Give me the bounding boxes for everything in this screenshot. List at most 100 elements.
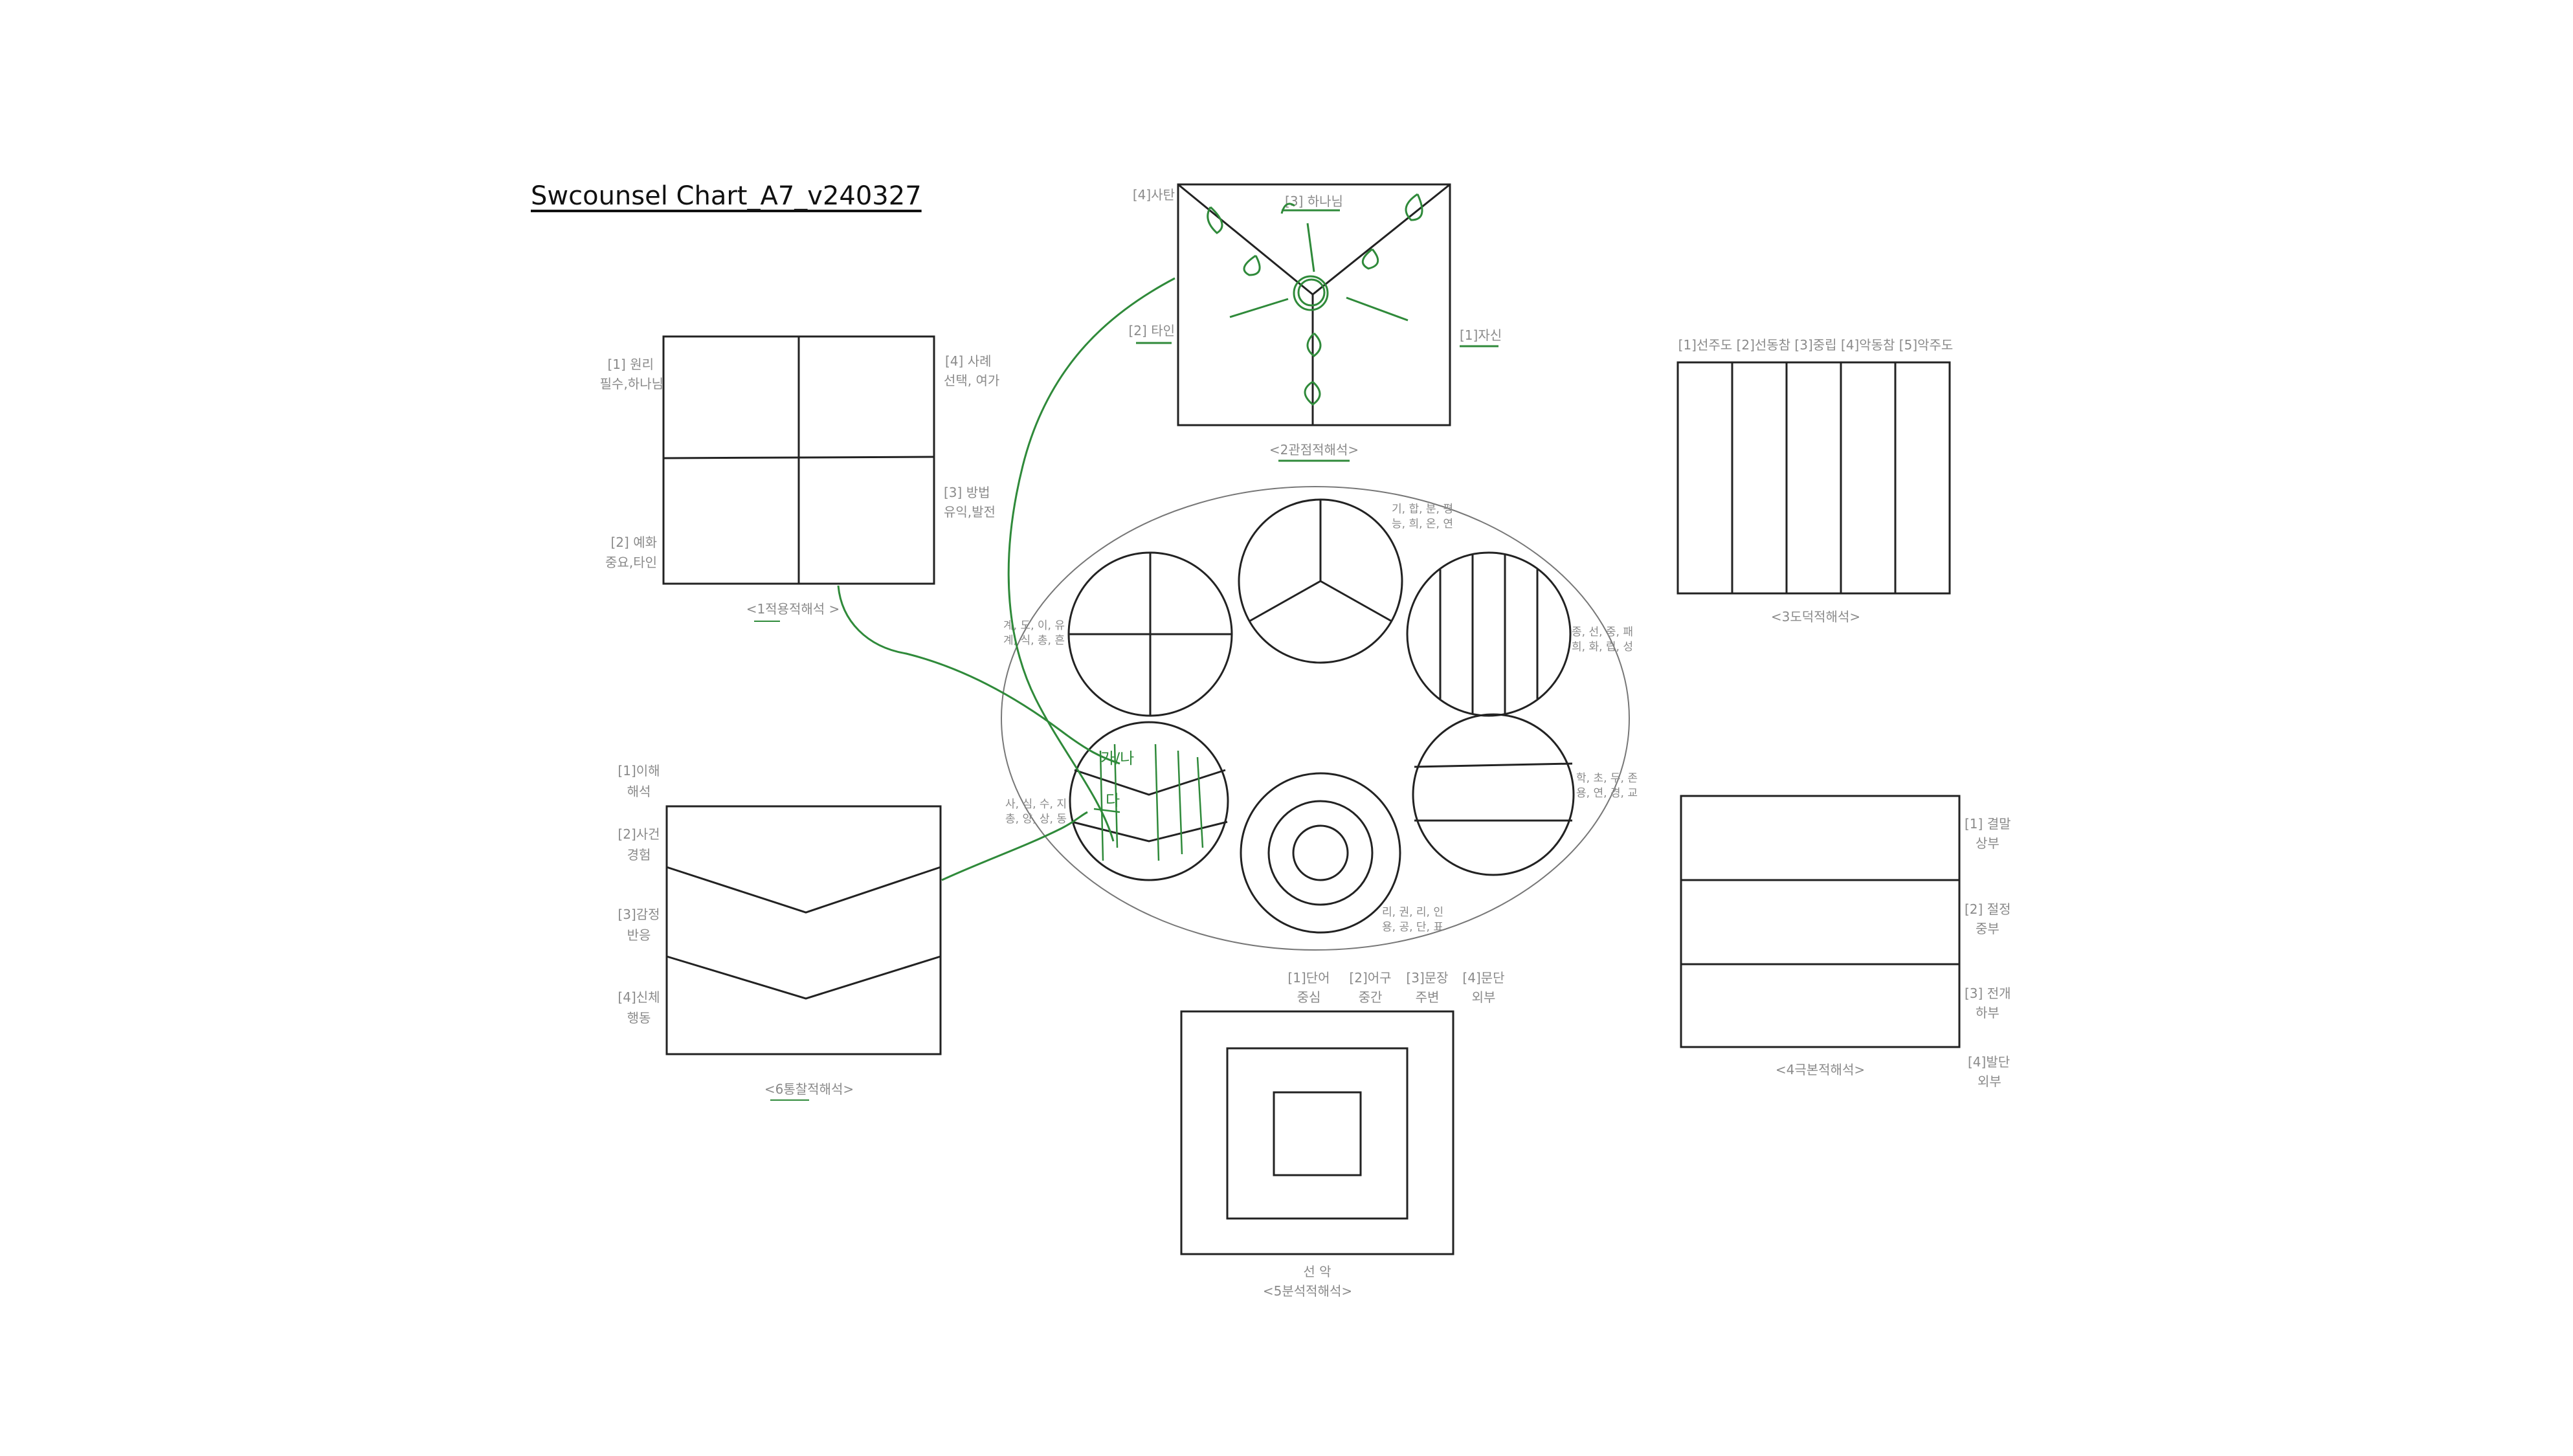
connector-q6-to-center — [941, 811, 1088, 881]
q1-br-line1: [3] 방법 — [944, 485, 990, 500]
center-label-ll-2: 총, 양, 상, 동 — [1005, 813, 1067, 826]
circle-concentric-outer — [1240, 772, 1401, 934]
dramatic-interpretation-diagram: [1] 결말 상부 [2] 절정 중부 [3] 전개 하부 [4]발단 외부 <… — [1680, 795, 2011, 1089]
annot-stroke-3 — [1154, 744, 1160, 861]
q2-y-left — [1177, 183, 1313, 296]
q5-c1-line2: 중심 — [1297, 989, 1321, 1005]
q5-c3-line1: [3]문장 — [1406, 970, 1448, 986]
center-label-tr-2: 능, 희, 온, 연 — [1392, 518, 1453, 531]
q4-r2-line2: 중부 — [1976, 921, 1999, 936]
circle-bands — [1412, 713, 1575, 876]
q4-r3-line1: [3] 전개 — [1965, 986, 2011, 1001]
q2-top-left-label: [4]사탄 — [1133, 187, 1175, 203]
center-label-r-2: 희, 화, 립, 성 — [1572, 641, 1633, 654]
q5-middle-square — [1226, 1047, 1409, 1220]
q6-chevron-2 — [666, 955, 941, 1000]
green-connectors — [837, 277, 1175, 881]
center-label-lr-1: 학, 초, 두, 존 — [1576, 772, 1638, 785]
q2-loop-tl — [1207, 206, 1223, 234]
q6-box — [665, 805, 942, 1055]
q6-l2-line2: 경험 — [627, 847, 651, 863]
q1-br-line2: 유익,발전 — [944, 504, 996, 520]
circle-chevrons — [1069, 721, 1229, 881]
q1-caption: <1적용적해석 > — [746, 601, 840, 617]
q4-r4-line1: [4]발단 — [1968, 1054, 2010, 1070]
center-label-b-1: 리, 권, 리, 인 — [1382, 906, 1443, 919]
chart-title: Swcounsel Chart_A7_v240327 — [531, 181, 922, 211]
q2-loop-r — [1361, 248, 1379, 270]
q2-loop-l — [1243, 254, 1261, 276]
circle-y-left — [1249, 580, 1321, 623]
q1-tl-line1: [1] 원리 — [608, 357, 654, 372]
annot-stroke-1 — [1099, 750, 1104, 861]
circle-chevron-1 — [1074, 769, 1226, 796]
q2-y-right — [1312, 183, 1451, 296]
q5-c4-line2: 외부 — [1472, 989, 1496, 1005]
center-label-r-1: 종, 선, 중, 패 — [1572, 626, 1633, 639]
annot-stroke-4 — [1177, 750, 1183, 855]
connector-q2-to-center — [1007, 277, 1175, 842]
q2-right-label: [1]자신 — [1460, 327, 1502, 343]
circle-stripes — [1406, 551, 1572, 717]
q1-hline — [663, 456, 935, 459]
q4-r2-line1: [2] 절정 — [1965, 901, 2011, 917]
q3-header: [1]선주도 [2]선동참 [3]중립 [4]악동참 [5]악주도 — [1678, 337, 1954, 353]
q5-c1-line1: [1]단어 — [1287, 970, 1330, 986]
q2-center-circle-inner — [1297, 278, 1326, 307]
q1-bl-line2: 중요,타인 — [605, 555, 657, 570]
q2-caption: <2관점적해석> — [1269, 442, 1359, 458]
q4-caption: <4극본적해석> — [1776, 1062, 1865, 1077]
connector-q1-to-center — [837, 585, 1120, 765]
q6-l4-line1: [4]신체 — [618, 989, 660, 1005]
q5-c3-line2: 주변 — [1416, 989, 1440, 1005]
q5-caption: <5분석적해석> — [1263, 1283, 1352, 1299]
center-label-ll-1: 사, 심, 수, 지 — [1005, 798, 1067, 811]
moral-interpretation-diagram: [1]선주도 [2]선동참 [3]중립 [4]악동참 [5]악주도 <3도덕적해… — [1676, 337, 1954, 624]
center-overview-diagram: 기, 합, 분, 평 능, 희, 온, 연 계, 도, 이, 유 계, 식, 총… — [1001, 486, 1638, 951]
applied-interpretation-diagram: [1] 원리 필수,하나님 [4] 사례 선택, 여가 [2] 예화 중요,타인… — [600, 335, 999, 622]
q4-r4-line2: 외부 — [1977, 1074, 2001, 1089]
q2-loop-tr — [1405, 193, 1423, 221]
q2-top-underline — [1280, 203, 1295, 214]
annot-stroke-6 — [1093, 808, 1120, 813]
q5-c2-line1: [2]어구 — [1349, 970, 1391, 986]
q5-outer-square — [1180, 1010, 1454, 1255]
q1-tl-line2: 필수,하나님 — [600, 376, 663, 392]
q3-caption: <3도덕적해석> — [1771, 609, 1860, 624]
q4-r1-line2: 상부 — [1976, 835, 1999, 851]
q6-l1-line2: 해석 — [627, 784, 651, 799]
q2-loop-bot — [1304, 381, 1321, 406]
q1-tr-line2: 선택, 여가 — [944, 373, 999, 388]
q2-box — [1177, 183, 1451, 426]
q6-l4-line2: 행동 — [627, 1010, 651, 1026]
q5-inner-square — [1273, 1091, 1362, 1176]
q6-l1-line1: [1]이해 — [618, 763, 660, 778]
q6-l3-line1: [3]감정 — [618, 907, 660, 922]
annot-stroke-5 — [1196, 756, 1204, 848]
q2-left-label: [2] 타인 — [1129, 323, 1175, 338]
center-label-l-1: 계, 도, 이, 유 — [1003, 619, 1065, 632]
center-label-tr-1: 기, 합, 분, 평 — [1392, 503, 1453, 516]
q5-c2-line2: 중간 — [1359, 989, 1383, 1005]
center-label-l-2: 계, 식, 총, 흔 — [1003, 634, 1065, 647]
perspective-interpretation-diagram: [4]사탄 [3] 하나님 [2] 타인 [1]자신 <2관점적해석> — [1129, 183, 1502, 462]
center-label-lr-2: 용, 연, 경, 교 — [1576, 787, 1638, 800]
q2-loop-mid — [1306, 332, 1322, 357]
q6-l3-line2: 반응 — [627, 927, 651, 943]
q6-l2-line1: [2]사건 — [618, 826, 660, 842]
q5-bottom-label: 선 악 — [1303, 1264, 1331, 1279]
analytic-interpretation-diagram: [1]단어 중심 [2]어구 중간 [3]문장 주변 [4]문단 외부 선 악 … — [1180, 970, 1505, 1299]
q6-caption: <6통찰적해석> — [764, 1081, 854, 1097]
q2-arrow-left — [1229, 298, 1289, 318]
q4-r1-line1: [1] 결말 — [1965, 816, 2011, 832]
q1-bl-line1: [2] 예화 — [611, 535, 658, 550]
q1-tr-line1: [4] 사례 — [945, 353, 992, 369]
circle-band-1 — [1414, 762, 1573, 768]
q5-c4-line1: [4]문단 — [1462, 970, 1504, 986]
q2-green-annotations — [1136, 193, 1498, 462]
q4-box — [1680, 795, 1961, 1048]
circle-y-right — [1320, 580, 1392, 623]
q2-arrow-right — [1346, 296, 1409, 322]
q2-center-circle — [1293, 275, 1329, 311]
q2-top-label: [3] 하나님 — [1285, 193, 1343, 209]
